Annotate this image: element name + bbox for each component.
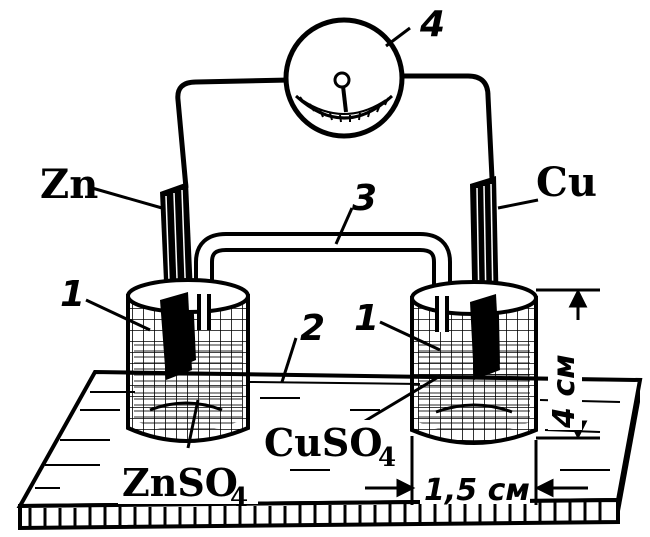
label-base: 2 [300,308,325,349]
label-width: 1,5 см [420,470,530,508]
zinc-sulfate-subscript: 4 [230,483,248,513]
label-zinc: Zn [40,161,98,208]
width-value: 1,5 см [424,473,530,508]
label-vessel-left: 1 [60,274,85,315]
label-zinc-sulfate: ZnSO 4 [118,460,258,513]
wire-left [175,77,291,189]
copper-sulfate-subscript: 4 [378,443,396,473]
copper-sulfate-formula: CuSO [264,420,382,465]
height-value: 4 см [547,354,582,429]
salt-bridge [194,232,452,312]
beaker-right [410,280,538,445]
beaker-left [126,278,250,443]
galvanometer [283,17,405,139]
label-salt-bridge: 3 [352,178,377,219]
wire-right [398,73,495,179]
label-height: 4 см [547,320,582,430]
width-dimension [365,436,588,505]
label-copper-sulfate: CuSO 4 [260,420,410,473]
label-meter: 4 [419,4,445,45]
leader-lines [85,26,539,449]
zinc-sulfate-formula: ZnSO [122,460,238,505]
label-copper: Cu [536,159,597,206]
label-vessel-right: 1 [354,298,379,339]
